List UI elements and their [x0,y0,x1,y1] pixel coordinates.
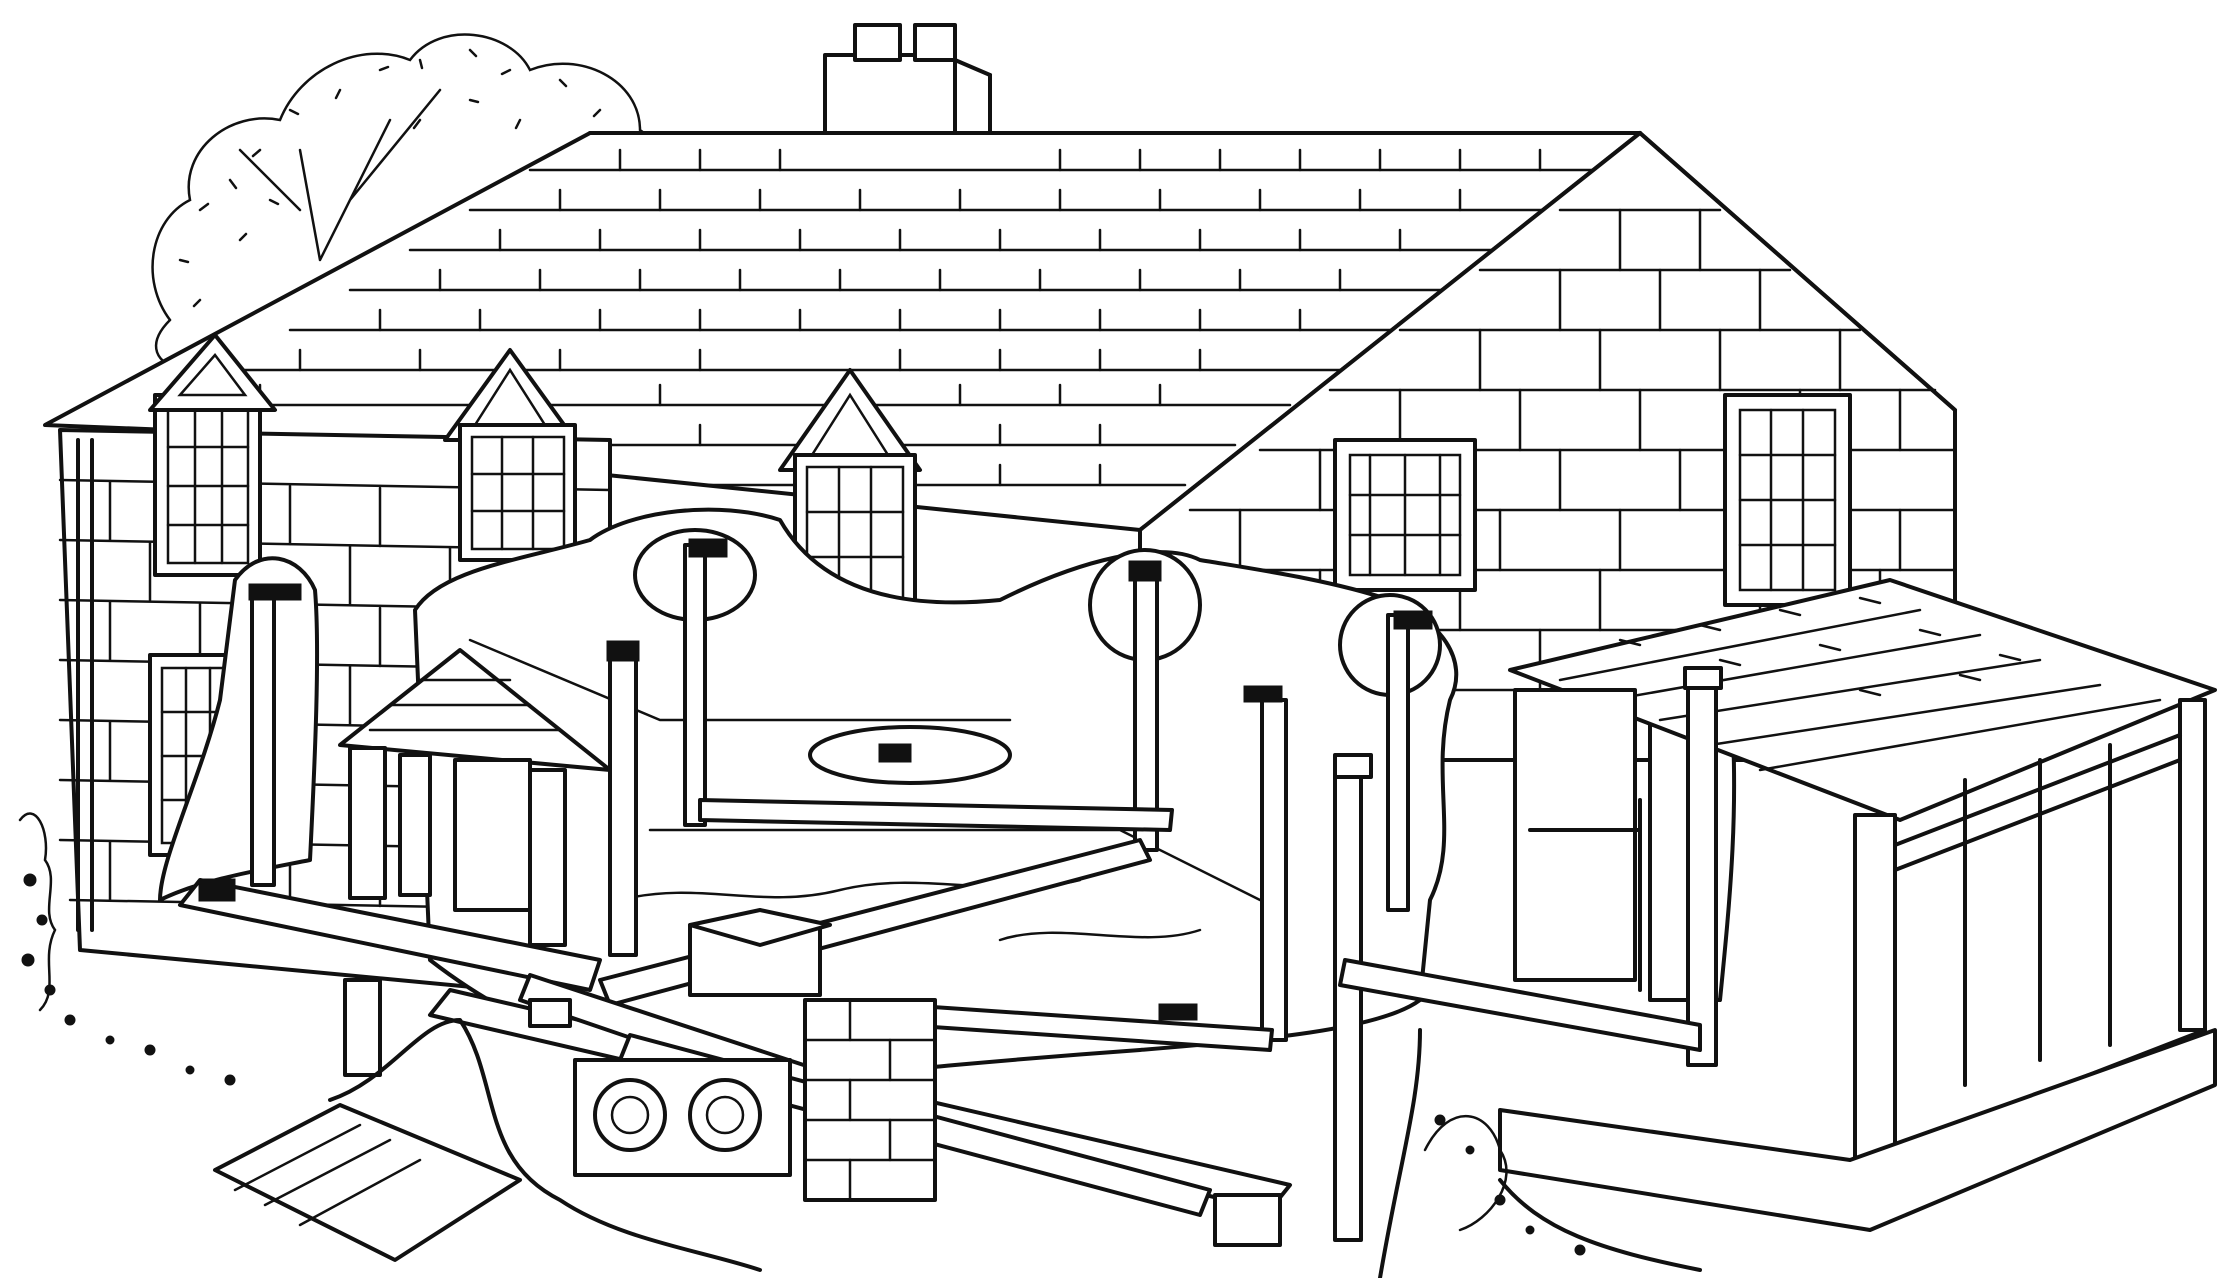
chimney [823,23,992,187]
fireplace-masonry [803,998,937,1202]
front-porch [338,648,612,947]
furnace [573,908,832,1177]
main-roof [43,131,1642,532]
basement-steps [213,1018,1702,1280]
dormer-window [148,333,922,622]
attached-porch [1498,578,2217,1232]
air-register [198,538,1723,1247]
shrubbery [18,812,1586,1256]
